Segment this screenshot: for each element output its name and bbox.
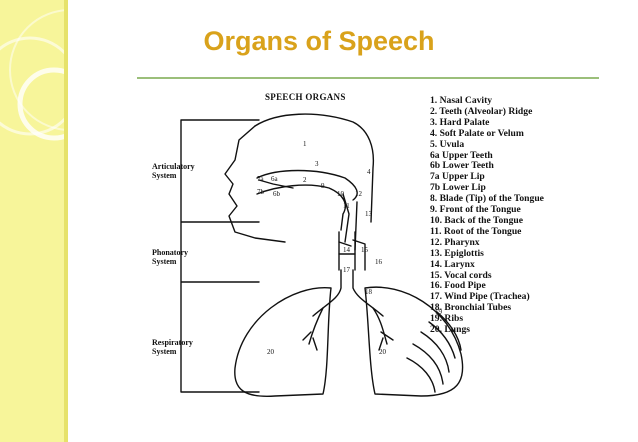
callout-label: 20: [379, 348, 386, 356]
diagram-heading: SPEECH ORGANS: [265, 92, 346, 102]
legend-item: 7b Lower Lip: [430, 182, 486, 194]
callout-label: 11: [343, 202, 350, 210]
slide-title: Organs of Speech: [203, 26, 435, 56]
callout-label: 19: [435, 308, 442, 316]
legend-item: 15. Vocal cords: [430, 269, 492, 281]
legend-item: 11. Root of the Tongue: [430, 225, 522, 237]
speech-organs-drawing: [180, 113, 464, 397]
title-divider: [137, 77, 599, 79]
callout-label: 18: [365, 288, 372, 296]
legend-item: 16. Food Pipe: [430, 280, 486, 292]
legend-item: 4. Soft Palate or Velum: [430, 127, 524, 139]
callout-label: 10: [337, 190, 344, 198]
system-label-respiratory: Respiratory System: [152, 338, 193, 356]
callout-label: 1: [303, 140, 307, 148]
callout-label: 15: [361, 246, 368, 254]
callout-label: 12: [355, 190, 362, 198]
legend-item: 1. Nasal Cavity: [430, 95, 493, 106]
callout-label: 6a: [271, 175, 278, 183]
system-label-articulatory: Articulatory System: [152, 162, 195, 180]
callout-label: 7a: [257, 175, 264, 183]
legend-item: 5. Uvula: [430, 138, 465, 150]
legend-item: 14. Larynx: [430, 258, 475, 270]
legend-item: 12. Pharynx: [430, 236, 480, 248]
legend-item: 6a Upper Teeth: [430, 149, 493, 161]
lungs: [234, 286, 464, 397]
speech-organs-figure: SPEECH ORGANS Articulatory System Phonat…: [117, 82, 603, 412]
legend-item: 8. Blade (Tip) of the Tongue: [430, 193, 544, 205]
decorative-side-band: [0, 0, 68, 442]
callout-label: 14: [343, 246, 350, 254]
legend-item: 3. Hard Palate: [430, 116, 490, 128]
organ-legend: 1. Nasal Cavity 2. Teeth (Alveolar) Ridg…: [430, 95, 544, 336]
callout-label: 16: [375, 258, 382, 266]
legend-item: 19. Ribs: [430, 313, 464, 325]
side-band-edge: [64, 0, 68, 442]
legend-item: 18. Bronchial Tubes: [430, 302, 512, 314]
legend-item: 7a Upper Lip: [430, 171, 485, 183]
decorative-arcs: [0, 9, 68, 141]
legend-item: 20. Lungs: [430, 324, 470, 336]
callout-label: 7b: [257, 188, 264, 196]
system-label-phonatory: Phonatory System: [152, 248, 188, 266]
system-brackets: [180, 119, 260, 393]
legend-item: 13. Epiglottis: [430, 247, 484, 259]
legend-item: 2. Teeth (Alveolar) Ridge: [430, 105, 533, 117]
callout-label: 17: [343, 266, 350, 274]
callout-label: 20: [267, 348, 274, 356]
callout-label: 2: [303, 176, 307, 184]
legend-item: 9. Front of the Tongue: [430, 204, 521, 216]
callout-label: 9: [321, 182, 325, 190]
legend-item: 17. Wind Pipe (Trachea): [430, 291, 530, 303]
callout-label: 13: [365, 210, 372, 218]
callout-label: 6b: [273, 190, 280, 198]
trachea-bronchi: [302, 269, 394, 351]
callout-label: 4: [367, 168, 371, 176]
pharynx-larynx: [338, 231, 366, 271]
head-profile: [224, 113, 375, 251]
legend-item: 10. Back of the Tongue: [430, 214, 524, 226]
legend-item: 6b Lower Teeth: [430, 160, 494, 172]
callout-label: 3: [315, 160, 319, 168]
